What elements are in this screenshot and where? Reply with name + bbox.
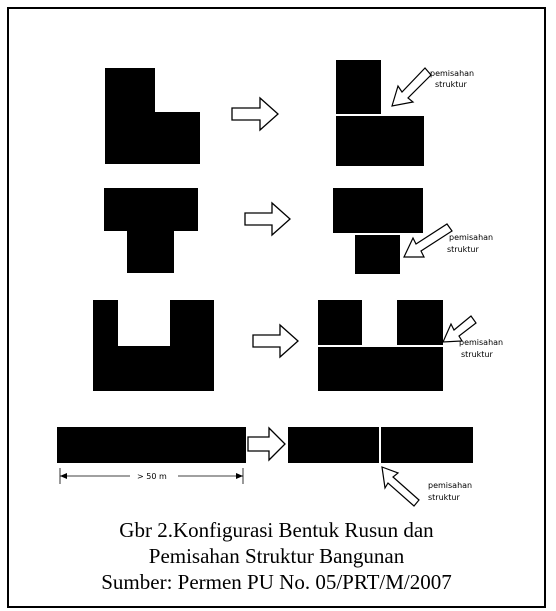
separation-label-4-line1: pemisahan xyxy=(428,481,472,490)
figure-caption-subtitle: Pemisahan Struktur Bangunan xyxy=(148,544,405,568)
separation-arrow-2 xyxy=(403,223,453,258)
length-dimension-label: > 50 m xyxy=(137,472,167,481)
separation-arrow-4 xyxy=(381,466,420,507)
long-block-part-right xyxy=(381,427,473,463)
transform-arrow-4 xyxy=(247,426,286,462)
t-shape-original xyxy=(104,188,198,273)
u-shape-part-right xyxy=(397,300,443,345)
figure-caption-title: Gbr 2.Konfigurasi Bentuk Rusun dan xyxy=(119,518,434,542)
separation-label-3-line1: pemisahan xyxy=(459,338,503,347)
separation-arrow-1 xyxy=(391,67,432,107)
transform-arrow-1 xyxy=(231,96,279,132)
transform-arrow-2 xyxy=(244,201,291,237)
l-shape-part-top xyxy=(336,60,381,114)
long-block-original xyxy=(57,427,246,463)
separation-label-3-line2: struktur xyxy=(461,350,494,359)
separation-label-2-line2: struktur xyxy=(447,245,480,254)
long-block-part-left xyxy=(288,427,379,463)
separation-label-4-line2: struktur xyxy=(428,493,461,502)
l-shape-part-bottom xyxy=(336,116,424,166)
separation-label-1-line1: pemisahan xyxy=(430,69,474,78)
u-shape-part-bottom xyxy=(318,347,443,391)
separation-label-1-line2: struktur xyxy=(435,80,468,89)
figure-caption-source: Sumber: Permen PU No. 05/PRT/M/2007 xyxy=(101,570,452,594)
transform-arrow-3 xyxy=(252,323,299,359)
separation-label-2-line1: pemisahan xyxy=(449,233,493,242)
t-shape-part-top xyxy=(333,188,423,233)
u-shape-part-left xyxy=(318,300,362,345)
l-shape-original xyxy=(105,68,200,164)
t-shape-part-bottom xyxy=(355,235,400,274)
separation-arrow-3 xyxy=(442,315,477,343)
length-dimension xyxy=(59,468,244,484)
u-shape-original xyxy=(93,300,214,391)
